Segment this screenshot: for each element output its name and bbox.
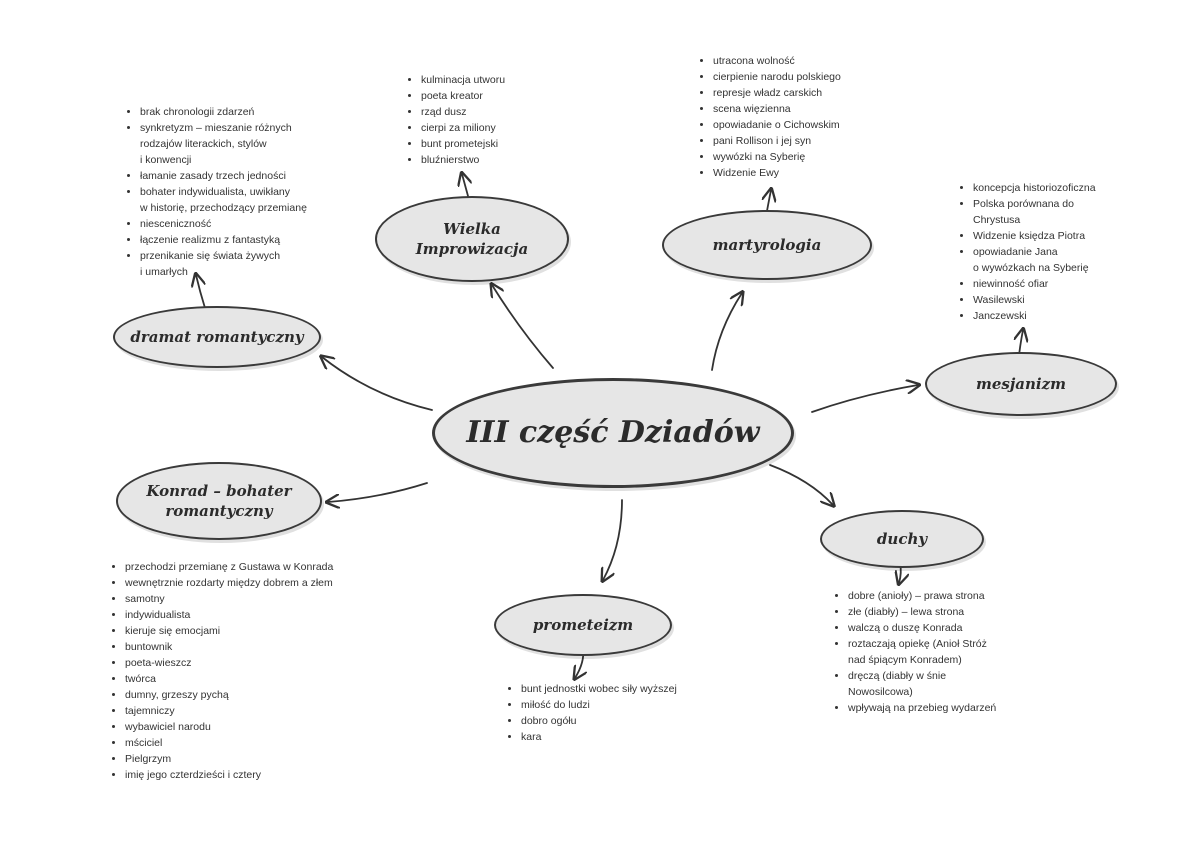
- arrow-to-konrad: [328, 482, 428, 502]
- list-item: wybawiciel narodu: [125, 719, 385, 735]
- list-item: miłość do ludzi: [521, 697, 741, 713]
- list-item: Janczewski: [973, 308, 1173, 324]
- list-mesjanizm: koncepcja historiozoficzna Polska porówn…: [957, 180, 1173, 324]
- node-label: prometeizm: [532, 616, 634, 634]
- list-item: Wasilewski: [973, 292, 1173, 308]
- list-item: dobre (anioły) – prawa strona: [848, 588, 1058, 604]
- list-item: wywózki na Syberię: [713, 149, 913, 165]
- list-item: przenikanie się świata żywych i umarłych: [140, 248, 360, 280]
- list-item: indywidualista: [125, 607, 385, 623]
- list-item: Polska porównana do Chrystusa: [973, 196, 1173, 228]
- list-item: rząd dusz: [421, 104, 591, 120]
- node-label: mesjanizm: [976, 375, 1066, 393]
- list-item: pani Rollison i jej syn: [713, 133, 913, 149]
- list-item: tajemniczy: [125, 703, 385, 719]
- list-item: bunt prometejski: [421, 136, 591, 152]
- node-dramat-romantyczny: dramat romantyczny: [113, 306, 321, 368]
- list-item: koncepcja historiozoficzna: [973, 180, 1173, 196]
- list-prometeizm: bunt jednostki wobec siły wyższej miłość…: [505, 681, 741, 745]
- list-dramat: brak chronologii zdarzeń synkretyzm – mi…: [124, 104, 360, 280]
- list-item: cierpienie narodu polskiego: [713, 69, 913, 85]
- node-label: duchy: [876, 530, 928, 548]
- node-mesjanizm: mesjanizm: [925, 352, 1117, 416]
- node-duchy: duchy: [820, 510, 984, 568]
- list-item: opowiadanie o Cichowskim: [713, 117, 913, 133]
- list-wielka: kulminacja utworu poeta kreator rząd dus…: [405, 72, 591, 168]
- list-item: represje władz carskich: [713, 85, 913, 101]
- list-item: bluźnierstwo: [421, 152, 591, 168]
- list-item: złe (diabły) – lewa strona: [848, 604, 1058, 620]
- list-item: samotny: [125, 591, 385, 607]
- list-item: Widzenie Ewy: [713, 165, 913, 181]
- list-item: Widzenie księdza Piotra: [973, 228, 1173, 244]
- list-item: wpływają na przebieg wydarzeń: [848, 700, 1058, 716]
- list-item: niewinność ofiar: [973, 276, 1173, 292]
- list-duchy: dobre (anioły) – prawa strona złe (diabł…: [832, 588, 1058, 716]
- center-label: III część Dziadów: [466, 415, 760, 450]
- list-item: Pielgrzym: [125, 751, 385, 767]
- node-label: Wielka Improwizacja: [415, 220, 529, 258]
- list-item: synkretyzm – mieszanie różnych rodzajów …: [140, 120, 360, 168]
- list-item: cierpi za miliony: [421, 120, 591, 136]
- list-item: poeta-wieszcz: [125, 655, 385, 671]
- node-prometeizm: prometeizm: [494, 594, 672, 656]
- node-label: dramat romantyczny: [130, 328, 304, 346]
- node-wielka-improwizacja: Wielka Improwizacja: [375, 196, 569, 282]
- node-label: Konrad – bohater romantyczny: [146, 482, 292, 520]
- arrow-to-dramat: [322, 357, 433, 411]
- arrow-to-martyrologia: [711, 293, 742, 371]
- list-item: buntownik: [125, 639, 385, 655]
- node-martyrologia: martyrologia: [662, 210, 872, 280]
- arrow-to-wielka: [492, 285, 554, 369]
- list-item: scena więzienna: [713, 101, 913, 117]
- list-item: imię jego czterdzieści i cztery: [125, 767, 385, 783]
- list-item: dręczą (diabły w śnie Nowosilcowa): [848, 668, 1058, 700]
- list-item: dumny, grzeszy pychą: [125, 687, 385, 703]
- list-item: brak chronologii zdarzeń: [140, 104, 360, 120]
- arrow-to-mesjanizm: [811, 385, 918, 413]
- list-item: kulminacja utworu: [421, 72, 591, 88]
- list-item: łączenie realizmu z fantastyką: [140, 232, 360, 248]
- center-node: III część Dziadów: [432, 378, 794, 488]
- list-item: wewnętrznie rozdarty między dobrem a złe…: [125, 575, 385, 591]
- node-konrad: Konrad – bohater romantyczny: [116, 462, 322, 540]
- list-item: przechodzi przemianę z Gustawa w Konrada: [125, 559, 385, 575]
- list-item: twórca: [125, 671, 385, 687]
- list-item: walczą o duszę Konrada: [848, 620, 1058, 636]
- list-martyrologia: utracona wolność cierpienie narodu polsk…: [697, 53, 913, 181]
- list-item: mściciel: [125, 735, 385, 751]
- list-item: bohater indywidualista, uwikłany w histo…: [140, 184, 360, 216]
- list-item: poeta kreator: [421, 88, 591, 104]
- list-item: kieruje się emocjami: [125, 623, 385, 639]
- node-label: martyrologia: [712, 236, 822, 254]
- list-item: dobro ogółu: [521, 713, 741, 729]
- list-item: bunt jednostki wobec siły wyższej: [521, 681, 741, 697]
- list-item: utracona wolność: [713, 53, 913, 69]
- list-item: roztaczają opiekę (Anioł Stróż nad śpiąc…: [848, 636, 1058, 668]
- arrow-to-duchy: [769, 464, 833, 505]
- list-konrad: przechodzi przemianę z Gustawa w Konrada…: [109, 559, 385, 783]
- list-item: łamanie zasady trzech jedności: [140, 168, 360, 184]
- arrow-to-prometeizm: [603, 499, 623, 580]
- list-item: niesceniczność: [140, 216, 360, 232]
- arrow-wielka-list: [462, 174, 468, 197]
- list-item: opowiadanie Jana o wywózkach na Syberię: [973, 244, 1173, 276]
- list-item: kara: [521, 729, 741, 745]
